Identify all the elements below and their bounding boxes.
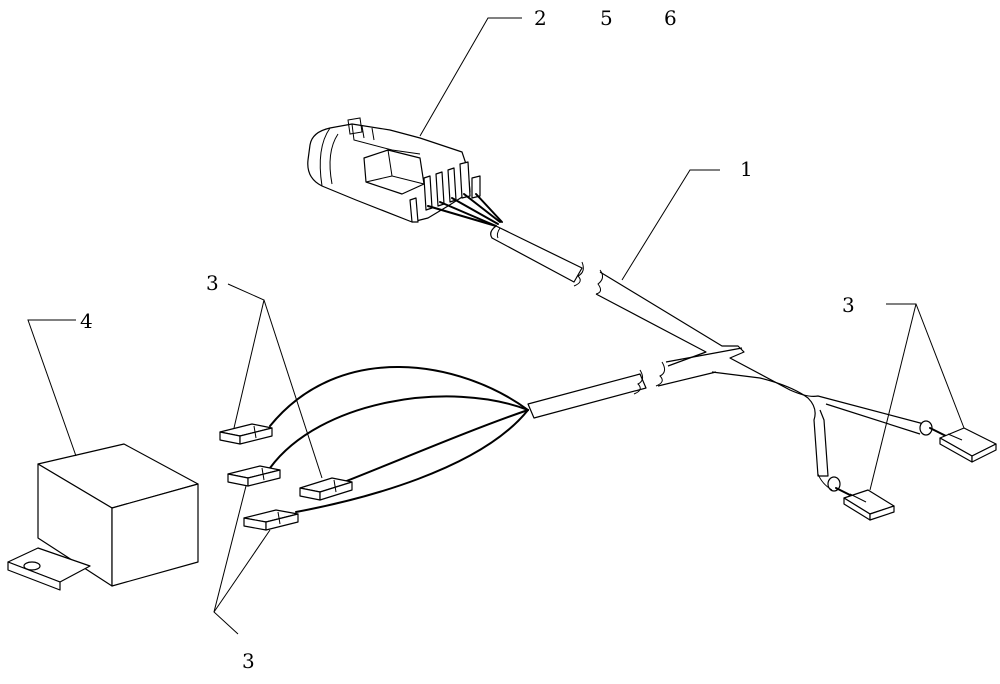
terminal-left-2: [227, 465, 281, 487]
terminal-right-lower: [835, 487, 895, 521]
leader-lines: [27, 17, 965, 635]
terminal-left-1: [219, 423, 273, 445]
relay-module: [7, 443, 199, 591]
label-terminal-group-left-bottom: 3: [242, 649, 255, 673]
connector: [307, 117, 503, 227]
label-6: 6: [664, 6, 677, 30]
terminal-right-upper: [929, 427, 997, 463]
label-wire-harness: 1: [740, 157, 753, 181]
label-relay-module: 4: [80, 309, 93, 333]
terminal-left-4: [243, 509, 299, 531]
label-5: 5: [600, 6, 613, 30]
label-terminal-group-left-top: 3: [206, 271, 219, 295]
label-connector: 2: [534, 6, 547, 30]
wire-harness: [490, 225, 933, 492]
terminal-left-3: [299, 477, 353, 501]
label-terminal-group-right: 3: [842, 293, 855, 317]
fan-out-wires: [269, 366, 529, 513]
